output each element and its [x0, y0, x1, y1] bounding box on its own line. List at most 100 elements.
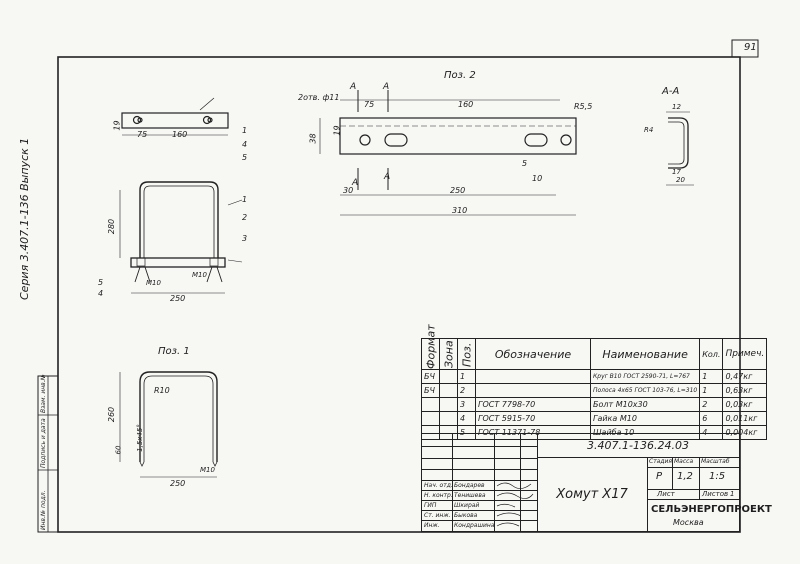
row-3-pos: 3	[457, 397, 476, 412]
row-3-name: Болт М10х30	[589, 397, 701, 412]
drawing-title: Хомут Х17	[556, 486, 628, 502]
poz1-dim-r10: R10	[154, 386, 170, 395]
row-4-qty: 6	[699, 411, 724, 426]
table-row: БЧ 1 Круг В10 ГОСТ 2590-71, L=767 1 0,47…	[421, 369, 768, 384]
row-2-pos: 2	[457, 383, 476, 398]
sheet-label: Лист	[657, 490, 675, 498]
side-stack-5: 5	[242, 153, 248, 162]
cut-marker-top-left: А	[350, 82, 357, 92]
table-row: 3 ГОСТ 7798-70 Болт М10х30 2 0,03кг	[421, 397, 768, 412]
row-4-name: Гайка М10	[589, 411, 701, 426]
assembly-bolt-m10-right: М10	[192, 271, 207, 279]
signer-role-5: Инж.	[424, 522, 440, 529]
section-dim-17: 17	[672, 168, 681, 176]
row-5-qty: 4	[699, 425, 724, 440]
assembly-bolt-m10-left: М10	[146, 279, 161, 287]
poz2-dim-250: 250	[450, 186, 466, 195]
poz2-hole-note: 2отв. ф11	[298, 93, 340, 102]
row-2-format: БЧ	[421, 383, 440, 398]
sheets-label: Листов	[702, 490, 729, 498]
poz1-thread-m10: М10	[200, 466, 215, 474]
row-1-name: Круг В10 ГОСТ 2590-71, L=767	[589, 369, 701, 384]
poz2-dim-310: 310	[452, 206, 468, 215]
cut-marker-bottom-left: А	[352, 178, 359, 188]
callout-2: 2	[242, 213, 248, 222]
poz2-dim-5: 5	[522, 159, 528, 168]
section-dim-12: 12	[672, 103, 681, 111]
signer-name-3: Шкирай	[454, 502, 480, 509]
poz1-label: Поз. 1	[158, 346, 190, 357]
row-3-format	[421, 397, 440, 412]
document-code: 3.407.1-136.24.03	[587, 439, 689, 452]
signer-role-4: Ст. инж.	[424, 512, 451, 519]
row-1-designation	[475, 369, 591, 384]
callout-1: 1	[242, 195, 248, 204]
poz2-dim-160: 160	[458, 100, 474, 109]
row-1-note: 0,47кг	[722, 369, 768, 384]
callout-5: 5	[98, 278, 104, 287]
specification-table: Формат Зона Поз. Обозначение Наименовани…	[421, 324, 768, 440]
poz1-rod-view	[119, 371, 218, 478]
organization-city: Москва	[673, 518, 704, 527]
assembly-dim-160: 160	[172, 130, 188, 139]
row-3-designation: ГОСТ 7798-70	[475, 397, 591, 412]
signer-grid: Нач. отд. Бондарев Н. контр. Тенишева ГИ…	[422, 434, 538, 531]
row-2-designation	[475, 383, 591, 398]
signer-role-3: ГИП	[424, 502, 437, 509]
signer-name-5: Кондрашина	[454, 522, 495, 529]
poz1-dim-250: 250	[170, 479, 186, 488]
sheets-count: 1	[730, 490, 735, 498]
row-2-note: 0,63кг	[722, 383, 768, 398]
poz2-dim-38: 38	[308, 133, 318, 144]
row-4-format	[421, 411, 440, 426]
poz1-dim-60: 60	[114, 445, 123, 455]
spec-header-zone: Зона	[439, 338, 458, 370]
mass-value: 1,2	[677, 471, 693, 482]
section-a-a-label: А-А	[662, 86, 680, 97]
spec-header-row: Формат Зона Поз. Обозначение Наименовани…	[421, 324, 768, 370]
assembly-view	[119, 97, 243, 294]
series-label: Серия 3.407.1-136 Выпуск 1	[18, 137, 31, 300]
assembly-dim-19: 19	[112, 120, 122, 131]
table-row: БЧ 2 Полоса 4х65 ГОСТ 103-76, L=310 1 0,…	[421, 383, 768, 398]
assembly-dim-250: 250	[170, 294, 186, 303]
signer-name-4: Быкова	[454, 512, 478, 519]
stamp-cell-sign: Подпись и дата	[40, 418, 47, 468]
stamp-cell-replace: Взам. инв.№	[40, 374, 47, 413]
spec-header-designation: Обозначение	[475, 338, 591, 370]
signer-name-2: Тенишева	[454, 492, 486, 499]
signer-name-1: Бондарев	[454, 482, 485, 489]
spec-header-name: Наименование	[589, 338, 701, 370]
row-3-zone	[439, 397, 458, 412]
cut-marker-bottom-right: А	[384, 172, 391, 182]
stamp-cell-inv: Инв.№ подл.	[40, 490, 47, 531]
spec-header-qty: Кол.	[699, 338, 724, 370]
doc-code-cell: 3.407.1-136.24.03	[537, 434, 739, 458]
row-1-format: БЧ	[421, 369, 440, 384]
table-row: 4 ГОСТ 5915-70 Гайка М10 6 0,011кг	[421, 411, 768, 426]
section-dim-20: 20	[676, 176, 685, 184]
section-a-a-view	[666, 111, 694, 186]
row-2-qty: 1	[699, 383, 724, 398]
assembly-dim-280: 280	[107, 218, 117, 235]
scale-value: 1:5	[709, 471, 726, 482]
scale-label: Масштаб	[701, 458, 730, 465]
callout-4: 4	[98, 289, 104, 298]
signer-role-2: Н. контр.	[424, 492, 453, 499]
row-4-pos: 4	[457, 411, 476, 426]
signature-marks	[496, 482, 534, 527]
row-3-qty: 2	[699, 397, 724, 412]
poz2-dim-30: 30	[343, 186, 354, 195]
row-1-zone	[439, 369, 458, 384]
sheet-frame	[57, 56, 741, 533]
table-row: 5 ГОСТ 11371-78 Шайба 10 4 0,004кг	[421, 425, 768, 440]
poz2-dim-r5-5: R5,5	[574, 102, 593, 111]
row-2-zone	[439, 383, 458, 398]
spec-header-pos: Поз.	[457, 338, 476, 370]
row-5-designation: ГОСТ 11371-78	[475, 425, 591, 440]
row-3-note: 0,03кг	[722, 397, 768, 412]
row-4-designation: ГОСТ 5915-70	[475, 411, 591, 426]
row-2-name: Полоса 4х65 ГОСТ 103-76, L=310	[589, 383, 701, 398]
poz1-dim-260: 260	[107, 406, 117, 423]
